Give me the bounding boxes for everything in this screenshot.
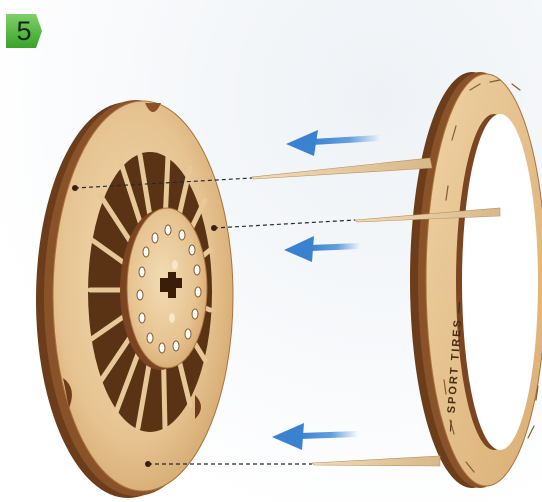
step-badge: 5	[4, 12, 44, 50]
arrow-left-icon	[284, 236, 360, 262]
peg-bottom	[312, 456, 440, 466]
direction-arrows	[272, 130, 380, 450]
sport-tire-ring: — SPORT TIRES —	[410, 72, 542, 488]
arrow-left-icon	[286, 130, 380, 156]
guide-line-middle	[214, 220, 355, 228]
step-number: 5	[11, 15, 37, 47]
wheel-disc	[36, 100, 233, 498]
arrow-left-icon	[272, 423, 358, 450]
peg-top	[252, 158, 432, 179]
